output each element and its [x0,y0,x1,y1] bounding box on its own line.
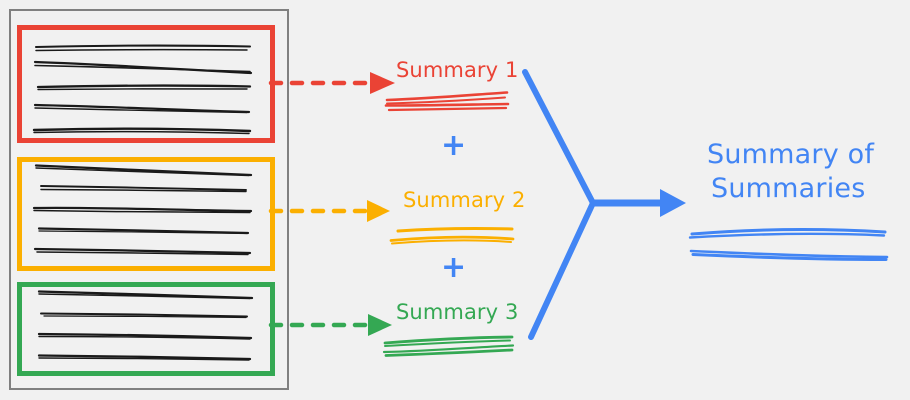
document-chunk-green[interactable] [17,282,275,376]
summary-1-label: Summary 1 [396,58,519,82]
summary-of-summaries-squiggles [688,227,889,261]
document-chunk-orange[interactable] [17,157,275,271]
connector-green-arrow [268,314,392,336]
connector-red-arrow [268,72,395,94]
final-output-title-line-2: Summaries [711,173,866,204]
chunk-red-text-lines [32,44,253,135]
summary-2-label: Summary 2 [403,188,526,212]
chunk-red-border [17,25,275,143]
document-chunk-red[interactable] [17,25,275,143]
merge-connector [522,69,686,340]
summary-3-squiggles [382,335,515,357]
chunk-green-text-lines [37,290,254,361]
connector-orange-arrow [268,200,390,222]
chunk-orange-border [17,157,275,271]
summary-1-squiggles [384,91,510,112]
chunk-orange-text-lines [32,164,253,256]
final-output-title-line-1: Summary of [707,139,875,170]
source-document-panel [9,9,289,390]
summary-2-squiggles [389,227,515,245]
merge-arrowhead [660,189,686,217]
plus-operator-1: + [441,128,467,163]
summary-3-label: Summary 3 [396,300,519,324]
chunk-green-border [17,282,275,376]
plus-operator-2: + [441,250,467,285]
